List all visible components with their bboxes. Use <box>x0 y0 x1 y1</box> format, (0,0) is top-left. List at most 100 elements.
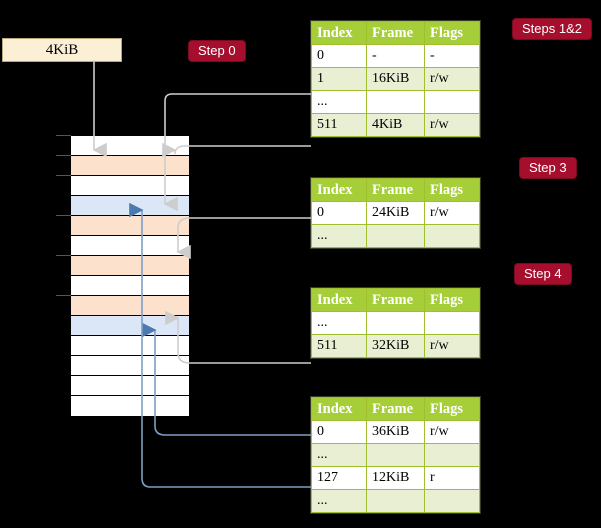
cell-index: 127 <box>311 466 367 490</box>
cell-frame: 16KiB <box>366 67 425 91</box>
table-header-row: Index Frame Flags <box>311 178 480 202</box>
cell-index: 511 <box>311 334 367 358</box>
cell-index: 511 <box>311 113 367 137</box>
memory-frame <box>71 216 189 236</box>
table-row: 0 - - <box>311 44 480 68</box>
table-row: ... <box>311 224 480 248</box>
memory-tick <box>56 295 71 296</box>
memory-tick <box>56 215 71 216</box>
column-header-index: Index <box>311 288 367 312</box>
arrow-pdpt-to-memory <box>176 217 311 260</box>
cell-flags <box>424 443 480 467</box>
cell-frame: - <box>366 44 425 68</box>
memory-tick <box>56 135 71 136</box>
column-header-index: Index <box>311 21 367 45</box>
memory-frame <box>71 296 189 316</box>
column-header-frame: Frame <box>366 397 425 421</box>
badge-step-3-label: Step 3 <box>529 160 567 175</box>
table-row: ... <box>311 489 480 513</box>
memory-frame <box>71 336 189 356</box>
cell-frame <box>366 311 425 335</box>
memory-frame <box>71 136 189 156</box>
badge-step-3: Step 3 <box>520 158 576 178</box>
cell-frame <box>366 224 425 248</box>
cell-frame: 36KiB <box>366 420 425 444</box>
badge-steps-1-2-label: Steps 1&2 <box>522 21 582 36</box>
cell-index: ... <box>311 489 367 513</box>
cell-index: ... <box>311 443 367 467</box>
page-table-pt: Index Frame Flags 0 36KiB r/w ... 127 12… <box>311 397 480 513</box>
cell-flags <box>424 224 480 248</box>
column-header-frame: Frame <box>366 288 425 312</box>
memory-frame <box>71 156 189 176</box>
table-row: ... <box>311 90 480 114</box>
memory-tick <box>56 175 71 176</box>
request-box: 4KiB <box>2 38 122 62</box>
physical-memory-column <box>70 135 190 416</box>
column-header-frame: Frame <box>366 21 425 45</box>
table-header-row: Index Frame Flags <box>311 288 480 312</box>
table-row: ... <box>311 443 480 467</box>
table-row: 1 16KiB r/w <box>311 67 480 91</box>
memory-frame <box>71 316 189 336</box>
column-header-flags: Flags <box>424 21 480 45</box>
table-row: ... <box>311 311 480 335</box>
memory-frame <box>71 356 189 376</box>
memory-tick <box>56 255 71 256</box>
arrow-pd-to-memory <box>165 310 311 364</box>
column-header-flags: Flags <box>424 178 480 202</box>
memory-frame <box>71 236 189 256</box>
badge-step-0: Step 0 <box>189 41 245 61</box>
cell-frame: 24KiB <box>366 201 425 225</box>
table-header-row: Index Frame Flags <box>311 397 480 421</box>
badge-step-4-label: Step 4 <box>524 266 562 281</box>
cell-flags <box>424 489 480 513</box>
cell-index: ... <box>311 311 367 335</box>
cell-index: 1 <box>311 67 367 91</box>
column-header-flags: Flags <box>424 397 480 421</box>
memory-frame <box>71 276 189 296</box>
page-table-pdpt: Index Frame Flags 0 24KiB r/w ... <box>311 178 480 248</box>
cell-flags <box>424 90 480 114</box>
cell-frame: 4KiB <box>366 113 425 137</box>
table-row: 0 36KiB r/w <box>311 420 480 444</box>
memory-frame <box>71 396 189 416</box>
cell-flags: r/w <box>424 201 480 225</box>
memory-tick <box>56 155 71 156</box>
arrow-pml4-row-to-frame <box>162 142 311 158</box>
cell-frame <box>366 489 425 513</box>
cell-index: 0 <box>311 201 367 225</box>
cell-flags: r <box>424 466 480 490</box>
cell-flags <box>424 311 480 335</box>
cell-index: 0 <box>311 44 367 68</box>
cell-flags: r/w <box>424 420 480 444</box>
cell-flags: r/w <box>424 334 480 358</box>
page-table-pd: Index Frame Flags ... 511 32KiB r/w <box>311 288 480 358</box>
request-label: 4KiB <box>45 41 79 58</box>
cell-flags: r/w <box>424 113 480 137</box>
column-header-index: Index <box>311 178 367 202</box>
cell-index: ... <box>311 90 367 114</box>
table-header-row: Index Frame Flags <box>311 21 480 45</box>
cell-frame: 12KiB <box>366 466 425 490</box>
table-row: 0 24KiB r/w <box>311 201 480 225</box>
cell-frame <box>366 90 425 114</box>
table-row: 511 4KiB r/w <box>311 113 480 137</box>
column-header-frame: Frame <box>366 178 425 202</box>
cell-index: ... <box>311 224 367 248</box>
page-table-pml4: Index Frame Flags 0 - - 1 16KiB r/w ... <box>311 21 480 137</box>
cell-flags: r/w <box>424 67 480 91</box>
badge-step-0-label: Step 0 <box>198 43 236 58</box>
memory-frame <box>71 176 189 196</box>
memory-frame <box>71 376 189 396</box>
cell-frame <box>366 443 425 467</box>
memory-frame <box>71 256 189 276</box>
table-row: 127 12KiB r <box>311 466 480 490</box>
cell-flags: - <box>424 44 480 68</box>
badge-steps-1-2: Steps 1&2 <box>513 19 591 39</box>
cell-frame: 32KiB <box>366 334 425 358</box>
memory-frame <box>71 196 189 216</box>
badge-step-4: Step 4 <box>515 264 571 284</box>
cell-index: 0 <box>311 420 367 444</box>
